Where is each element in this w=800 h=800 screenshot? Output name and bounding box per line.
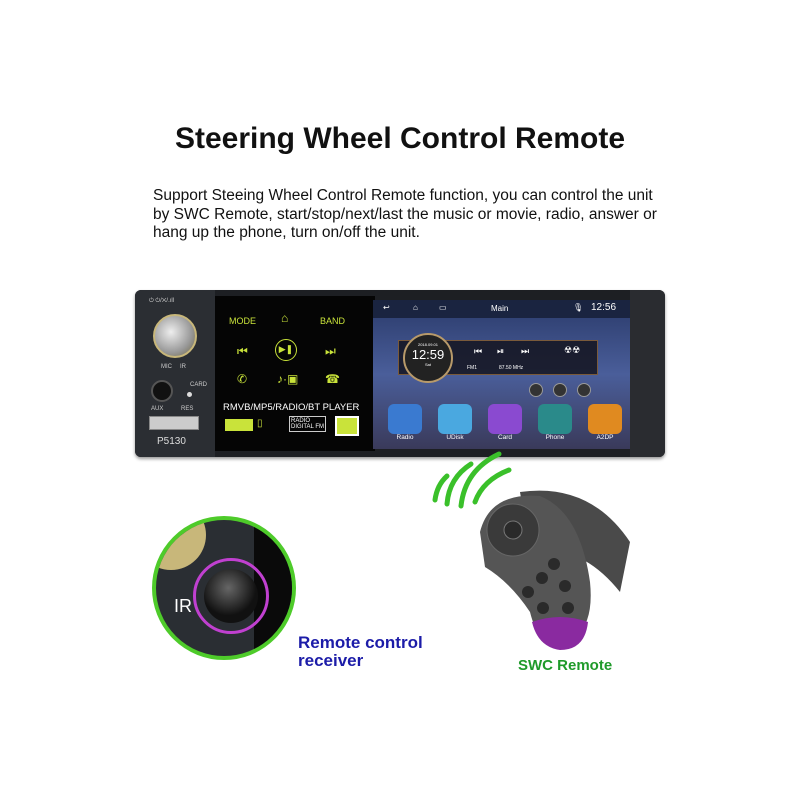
usb-port[interactable]: [149, 416, 199, 430]
power-icons: ⏻ ⏻/✕/.ıll: [149, 298, 175, 304]
app-icon: [488, 404, 522, 434]
home-nav-icon[interactable]: ⌂: [413, 303, 418, 312]
car-radio-unit: ⏻ ⏻/✕/.ıll MIC IR CARD AUX RES P5130 MOD…: [135, 290, 665, 457]
digital-fm-text: DIGITAL FM: [291, 424, 324, 430]
app-a2dp[interactable]: A2DP: [585, 404, 625, 448]
video-icon: [335, 416, 359, 436]
signal-waves-icon: [432, 451, 512, 509]
status-time: 12:56: [591, 302, 617, 313]
radio-badge-text: RADIO: [291, 418, 311, 424]
clock-date: 2018.09.01: [417, 342, 439, 347]
back-icon[interactable]: ↩: [383, 303, 390, 312]
band-button[interactable]: BAND: [320, 316, 346, 326]
recent-apps-icon[interactable]: ▭: [439, 303, 447, 312]
swc-remote: [480, 490, 630, 650]
app-label: Phone: [545, 434, 565, 441]
app-icon: [438, 404, 472, 434]
music-video-icon[interactable]: ♪·▣: [277, 372, 299, 386]
prev-track-icon[interactable]: ⏮: [474, 346, 483, 356]
app-udisk[interactable]: UDisk: [435, 404, 475, 448]
aux-label: AUX: [151, 406, 164, 412]
highlight-ring: [193, 558, 269, 634]
volume-knob[interactable]: [153, 314, 197, 358]
page-title: Steering Wheel Control Remote: [174, 122, 626, 155]
answer-call-icon[interactable]: ✆: [237, 372, 248, 386]
reset-button[interactable]: [187, 392, 192, 397]
previous-icon[interactable]: ⏮: [237, 344, 248, 358]
play-icon[interactable]: ⏯: [497, 346, 505, 356]
mic-label: MIC: [161, 364, 172, 370]
equalizer-icon[interactable]: [577, 383, 591, 397]
mode-button[interactable]: MODE: [229, 316, 256, 326]
app-icon: [388, 404, 422, 434]
app-label: A2DP: [596, 434, 614, 441]
status-bar: ↩ ⌂ ▭ Main 🎙 12:56: [373, 300, 630, 318]
app-icon: [588, 404, 622, 434]
app-label: Card: [497, 434, 513, 441]
clock-widget: 2018.09.01 12:59 Sat: [403, 333, 453, 383]
fan-icons: ☢☢: [564, 345, 581, 355]
usb-icon: [225, 419, 253, 431]
ir-label: IR: [180, 364, 186, 370]
res-label: RES: [181, 406, 194, 412]
app-icon: [538, 404, 572, 434]
app-phone[interactable]: Phone: [535, 404, 575, 448]
knob-edge: [156, 520, 206, 570]
app-radio[interactable]: Radio: [385, 404, 425, 448]
frequency-label: 87.50 MHz: [499, 365, 524, 371]
ir-label: IR: [174, 596, 192, 616]
touch-panel: MODE ⌂ BAND ⏮ ▶❚ ⏭ ✆ ♪·▣ ☎ RMVB/MP5/RADI…: [215, 296, 375, 451]
model-label: P5130: [157, 436, 186, 447]
app-label: Radio: [396, 434, 414, 441]
remote-caption: SWC Remote: [518, 657, 613, 674]
receiver-caption: Remote control receiver: [298, 633, 423, 670]
play-pause-icon[interactable]: ▶❚: [275, 339, 297, 361]
record-icon[interactable]: [553, 383, 567, 397]
screen-title: Main: [491, 304, 509, 313]
next-icon[interactable]: ⏭: [325, 344, 336, 358]
app-dock: Radio UDisk Card Phone A2DP: [385, 404, 625, 448]
volume-icon[interactable]: [529, 383, 543, 397]
ir-sensor: [204, 569, 258, 623]
description: Support Steeing Wheel Control Remote fun…: [153, 187, 657, 241]
player-label: RMVB/MP5/RADIO/BT PLAYER: [223, 402, 360, 413]
next-track-icon[interactable]: ⏭: [521, 346, 530, 356]
touch-screen: ↩ ⌂ ▭ Main 🎙 12:56 2018.09.01 12:59 Sat …: [373, 300, 630, 449]
battery-icon: ▯: [257, 418, 263, 429]
left-control-panel: ⏻ ⏻/✕/.ıll MIC IR CARD AUX RES P5130: [135, 290, 215, 457]
right-end-cap: [630, 290, 665, 457]
band-label: FM1: [467, 365, 477, 371]
card-label: CARD: [190, 382, 208, 388]
clock-time: 12:59: [411, 347, 445, 362]
hang-up-icon[interactable]: ☎: [325, 372, 340, 386]
mic-icon: 🎙: [573, 303, 584, 312]
clock-day: Sat: [424, 362, 431, 367]
ir-receiver-closeup: IR: [152, 516, 296, 660]
media-widget: 2018.09.01 12:59 Sat ⏮ ⏯ ⏭ FM1 87.50 MHz…: [398, 333, 598, 383]
aux-jack[interactable]: [151, 380, 173, 402]
app-label: UDisk: [446, 434, 464, 441]
home-icon[interactable]: ⌂: [281, 311, 289, 325]
app-card[interactable]: Card: [485, 404, 525, 448]
